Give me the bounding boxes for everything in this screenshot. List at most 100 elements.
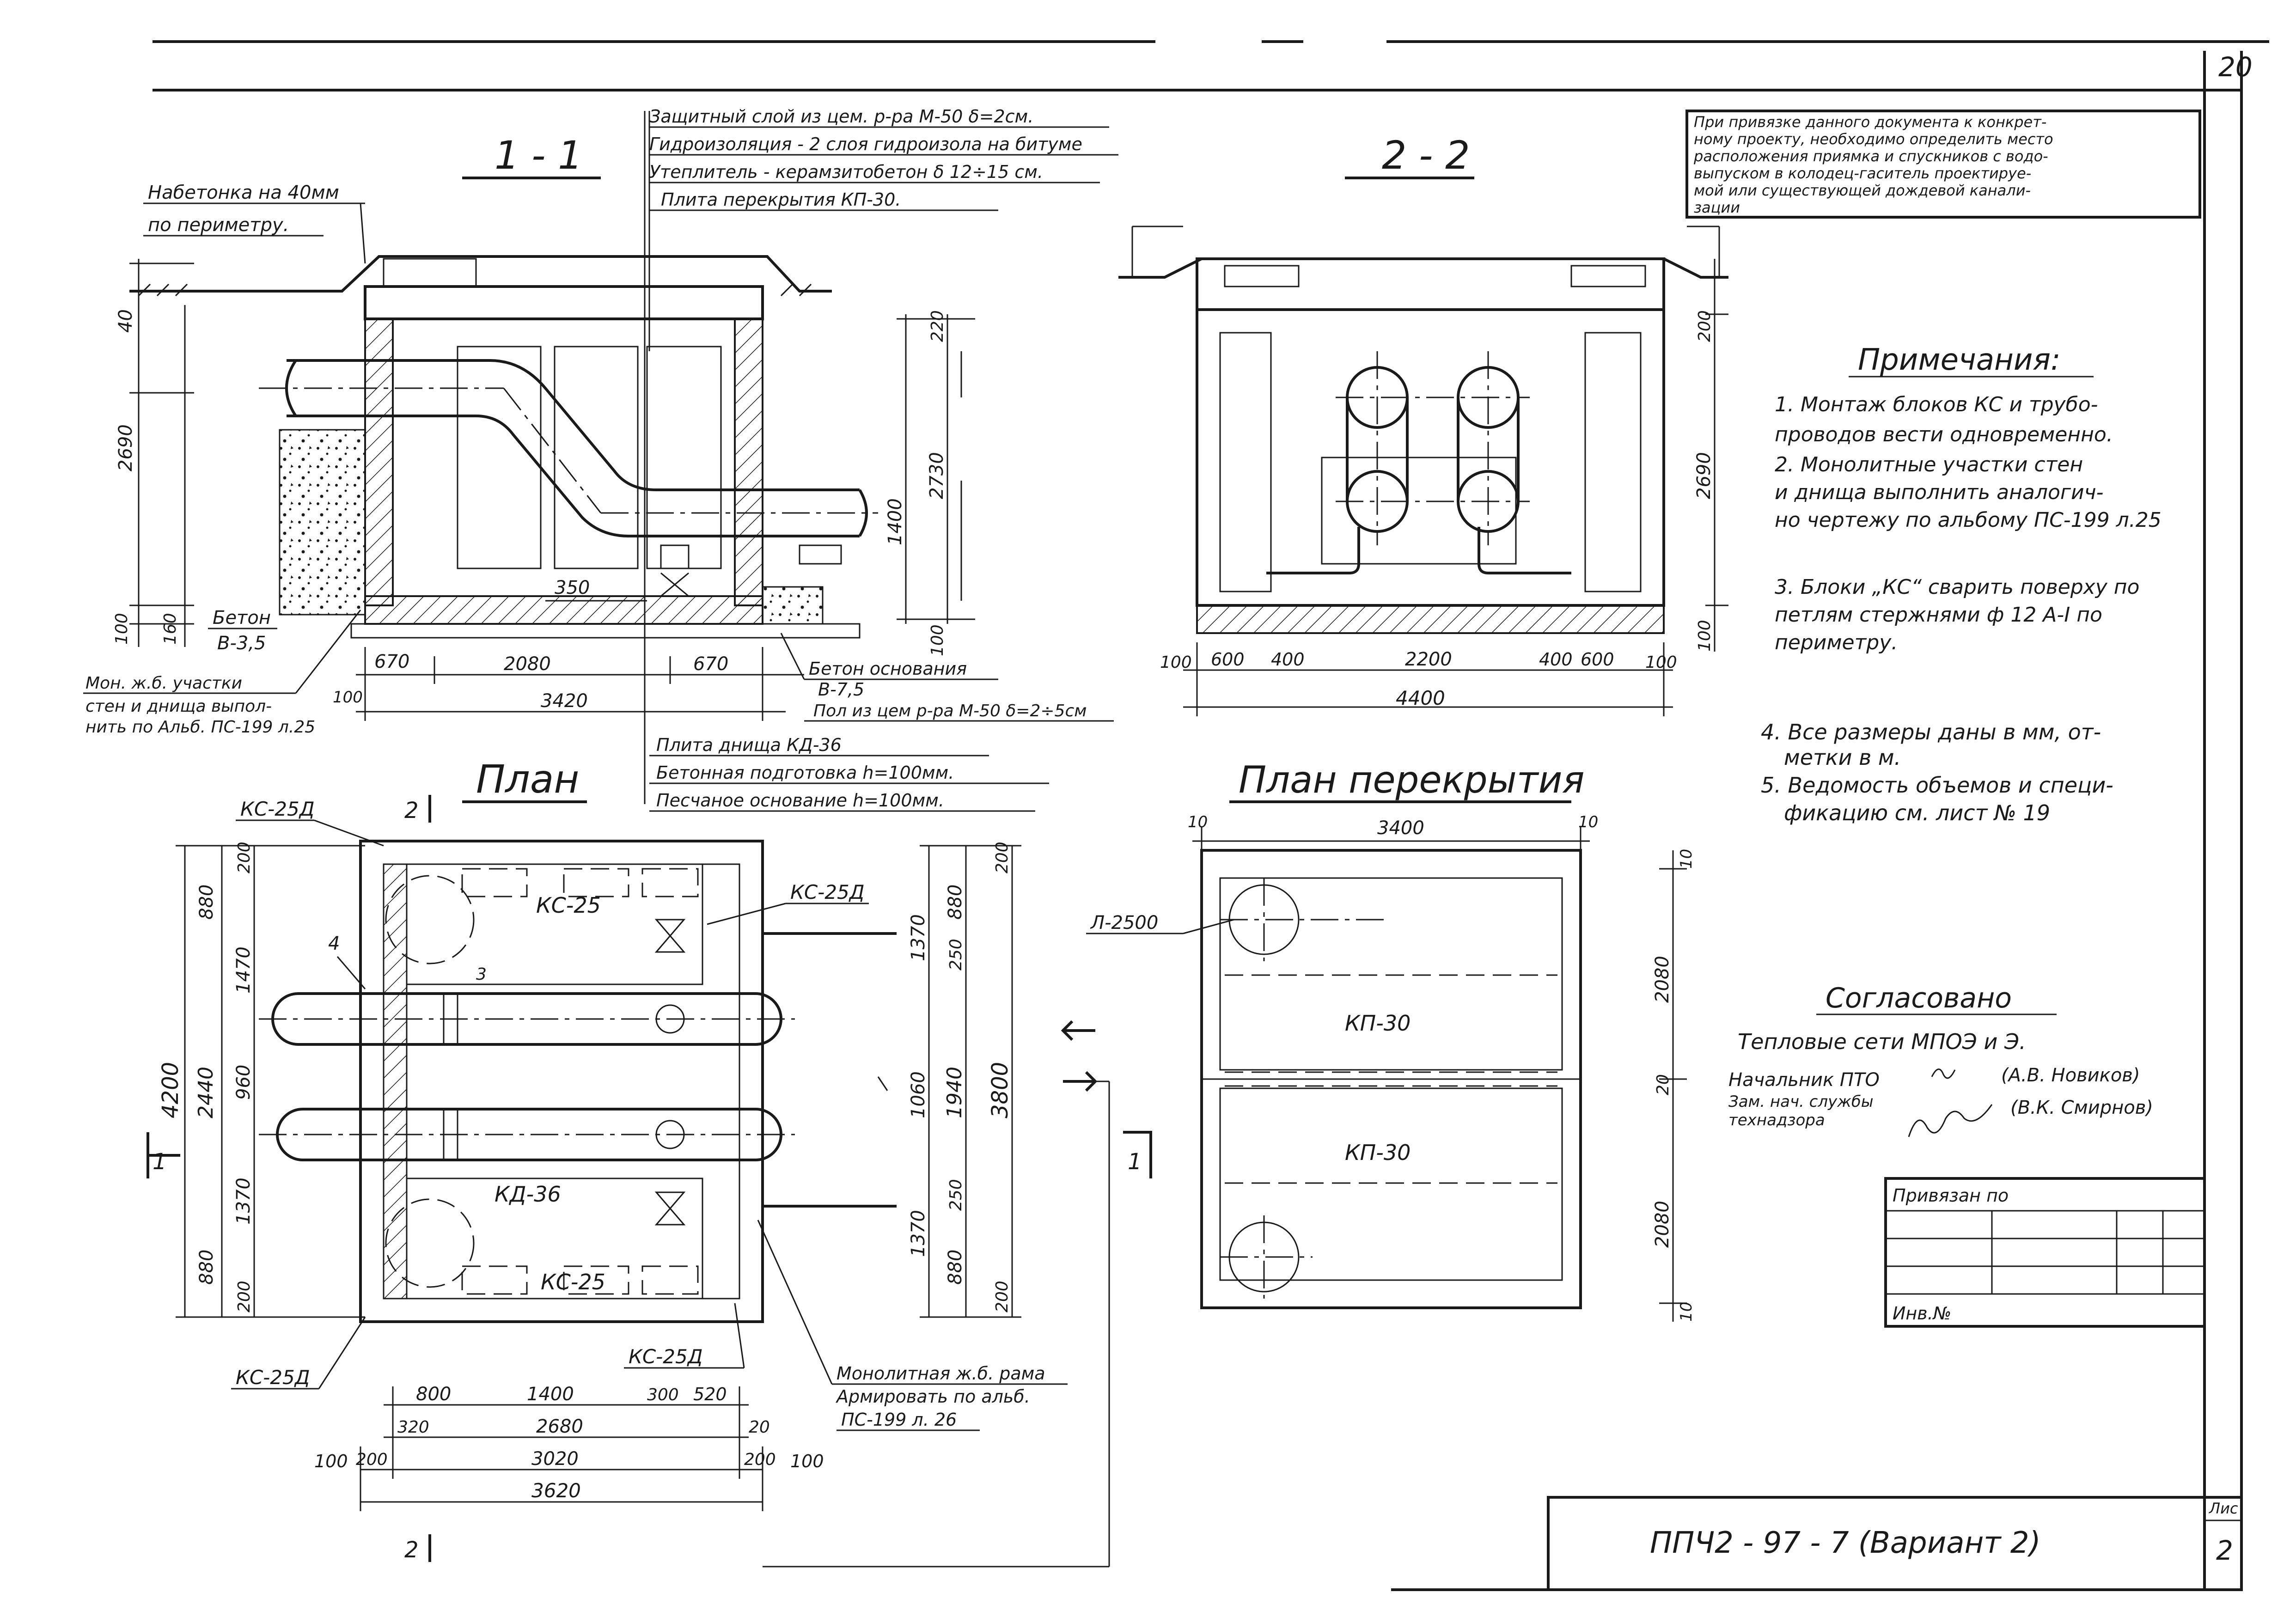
stamp-tied: Привязан по: [1893, 1185, 2009, 1206]
plan-ks25d-bl: КС-25Д: [236, 1366, 310, 1389]
leader-betonka-2: по периметру.: [148, 214, 289, 236]
plan-l-2440: 2440: [194, 1067, 218, 1118]
plan-sec1-left: 1: [153, 1149, 167, 1175]
leader-mono-1: Мон. ж.б. участки: [85, 674, 242, 693]
signature-1: [1931, 1068, 1956, 1079]
plan-l-1370: 1370: [233, 1178, 254, 1225]
plan-l-1470: 1470: [233, 946, 254, 994]
plan-b-3620: 3620: [531, 1479, 581, 1502]
approval-org: Тепловые сети МПОЭ и Э.: [1738, 1029, 2026, 1054]
leader-floor: Пол из цем р-ра М-50 δ=2÷5см: [813, 702, 1087, 720]
dim-1-160: 160: [161, 613, 180, 645]
dim-2-2200: 2200: [1405, 649, 1452, 670]
plan-frame-1: Монолитная ж.б. рама: [837, 1363, 1045, 1384]
plan-b-520: 520: [693, 1384, 727, 1404]
dim-2-100: 100: [1695, 620, 1714, 652]
dim-1-350: 350: [555, 577, 590, 598]
plan-r-880b: 880: [945, 1250, 966, 1285]
leader-base-grade: В-7,5: [818, 679, 864, 700]
sheet-frame: 20: [153, 40, 2269, 1591]
plan-sec2-bot: 2: [404, 1537, 419, 1563]
note-3b: петлям стержнями ф 12 А-I по: [1775, 603, 2102, 627]
plan-b-200: 200: [356, 1450, 388, 1469]
leader-mono-3: нить по Альб. ПС-199 л.25: [85, 718, 315, 737]
plan-b-200b: 200: [744, 1450, 776, 1469]
approval-pos2b: технадзора: [1728, 1111, 1825, 1129]
plan-pipe-lower: [259, 1108, 795, 1161]
slab-d10c: 10: [1677, 849, 1696, 869]
note-4a: 4. Все размеры даны в мм, от-: [1761, 720, 2101, 744]
leader-concrete-grade: В-3,5: [217, 633, 266, 654]
approval-pos1: Начальник ПТО: [1728, 1069, 1880, 1091]
note-3a: 3. Блоки „КС“ сварить поверху по: [1775, 575, 2139, 599]
plan-r-200b: 200: [993, 1281, 1012, 1312]
dim-1-100b: 100: [333, 688, 363, 707]
dim-2-400a: 400: [1271, 649, 1305, 670]
plan-kd36: КД-36: [495, 1182, 561, 1207]
note-1b: проводов вести одновременно.: [1775, 423, 2113, 446]
note-3c: периметру.: [1775, 631, 1898, 654]
slab-d2080a: 2080: [1652, 956, 1673, 1003]
note-line-6: зации: [1694, 199, 1740, 216]
plan-title: План: [476, 757, 579, 802]
notes-title: Примечания:: [1858, 343, 2061, 377]
section-1-1: 1 - 1 Защитный: [83, 106, 1118, 812]
note-line-2: ному проекту, необходимо определить мест…: [1694, 130, 2053, 148]
plan-frame-3: ПС-199 л. 26: [841, 1409, 957, 1430]
slab-l2500: Л-2500: [1090, 912, 1158, 934]
approval-title: Согласовано: [1826, 982, 2012, 1014]
leader-sand: Песчаное основание h=100мм.: [656, 790, 944, 811]
dim-1-40: 40: [115, 309, 136, 333]
leader-bottom-slab: Плита днища КД-36: [656, 735, 842, 755]
list-label: Лис: [2209, 1500, 2238, 1517]
dim-1-100c: 100: [928, 624, 947, 656]
plan-n3: 3: [476, 965, 487, 984]
section-2-2-title: 2 - 2: [1382, 133, 1470, 178]
leader-betonka: Набетонка на 40мм: [148, 182, 339, 203]
note-2c: но чертежу по альбому ПС-199 л.25: [1775, 508, 2162, 532]
plan-n4: 4: [328, 933, 340, 954]
plan-r-200: 200: [993, 842, 1012, 873]
title-block: ППЧ2 - 97 - 7 (Вариант 2) Лис 2: [1547, 1496, 2243, 1591]
approval-name2: (В.К. Смирнов): [2010, 1097, 2153, 1118]
note-2b: и днища выполнить аналогич-: [1775, 481, 2103, 504]
plan-b-100: 100: [314, 1451, 348, 1471]
dim-2-100a: 100: [1160, 653, 1192, 672]
binding-note: При привязке данного документа к конкрет…: [1685, 110, 2201, 219]
plan-r-250: 250: [946, 939, 965, 970]
plan-l-960: 960: [233, 1065, 254, 1100]
plan-r-880: 880: [945, 885, 966, 920]
leader-insul: Утеплитель - керамзитобетон δ 12÷15 см.: [649, 162, 1043, 182]
plan-r-1370: 1370: [908, 914, 929, 961]
leader-mono-2: стен и днища выпол-: [85, 697, 272, 716]
tied-stamp: Привязан по Инв.№: [1884, 1177, 2206, 1328]
plan-b-100b: 100: [790, 1451, 824, 1471]
slab-kp30b: КП-30: [1345, 1140, 1411, 1165]
dim-1-2730: 2730: [926, 452, 947, 499]
slab-plan-title: План перекрытия: [1239, 758, 1585, 801]
notes: Примечания: 1. Монтаж блоков КС и трубо-…: [1761, 343, 2162, 825]
signature-2: [1908, 1104, 1993, 1137]
plan-r-1060: 1060: [908, 1071, 929, 1118]
approval-block: Согласовано Тепловые сети МПОЭ и Э. Нача…: [1728, 982, 2153, 1137]
plan-b-300: 300: [647, 1385, 679, 1404]
note-1a: 1. Монтаж блоков КС и трубо-: [1775, 393, 2098, 416]
dim-2-100b: 100: [1645, 653, 1677, 672]
dim-1-220: 220: [928, 310, 947, 342]
slab-sec1: 1: [1128, 1149, 1142, 1175]
plan-b-800: 800: [416, 1384, 451, 1405]
plan-b-20: 20: [749, 1418, 770, 1437]
plan-ks25d-tl: КС-25Д: [240, 798, 315, 820]
list-number: 2: [2216, 1535, 2233, 1566]
dim-1-3420: 3420: [541, 690, 588, 712]
dim-1-2690: 2690: [115, 424, 136, 471]
leader-slab: Плита перекрытия КП-30.: [661, 189, 901, 210]
plan-ks25-top: КС-25: [536, 893, 601, 918]
leader-protect: Защитный слой из цем. р-ра М-50 δ=2см.: [649, 106, 1033, 127]
stamp-inv: Инв.№: [1893, 1303, 1951, 1324]
leader-hydro: Гидроизоляция - 2 слоя гидроизола на бит…: [649, 134, 1082, 154]
plan-l-880: 880: [196, 885, 217, 920]
slab-d20: 20: [1654, 1074, 1673, 1095]
note-line-1: При привязке данного документа к конкрет…: [1694, 113, 2046, 131]
plan-l-880b: 880: [196, 1250, 217, 1285]
